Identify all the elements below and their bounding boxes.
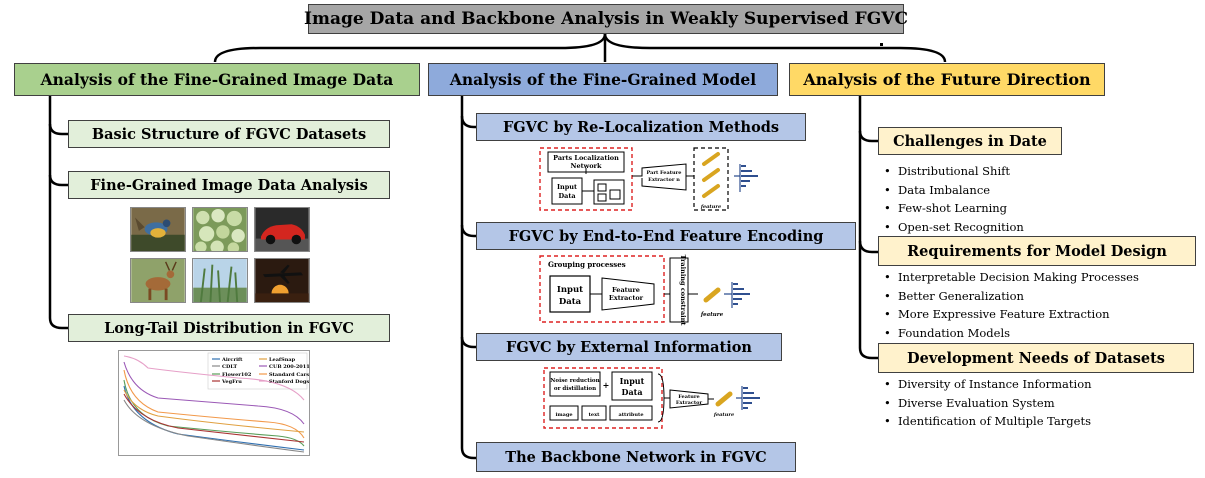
- challenge-item: Few-shot Learning: [882, 199, 1024, 218]
- d1-input-label: Input: [557, 183, 577, 191]
- d2-data-label: Data: [559, 297, 582, 307]
- challenge-item: Data Imbalance: [882, 181, 1024, 200]
- feature-encoding-diagram: Grouping processes Input Data Feature Ex…: [539, 255, 750, 326]
- dataset-need-item: Diversity of Instance Information: [882, 375, 1092, 394]
- d1-parts-label: Parts Localization: [553, 154, 619, 162]
- external-info-diagram: Noise reduction or distillation + Input …: [543, 367, 760, 429]
- legend-leafsnap: LeafSnap: [269, 357, 296, 363]
- model-design-box: Requirements for Model Design: [878, 236, 1196, 266]
- d3-input-label: Input: [620, 376, 645, 386]
- model-analysis-header: Analysis of the Fine-Grained Model: [428, 63, 778, 96]
- d1-data-label: Data: [558, 192, 576, 200]
- relocalization-diagram: Parts Localization Network Input Data Pa…: [539, 147, 758, 211]
- requirement-item: Better Generalization: [882, 287, 1139, 306]
- dataset-need-item: Diverse Evaluation System: [882, 394, 1092, 413]
- d1-extractor-label2: Extractor n: [648, 177, 680, 183]
- d3-attribute-label: attribute: [618, 412, 643, 418]
- challenges-list: Distributional Shift Data Imbalance Few-…: [882, 162, 1024, 236]
- challenges-box: Challenges in Date: [878, 127, 1062, 155]
- feature-encoding-box: FGVC by End-to-End Feature Encoding: [476, 222, 856, 250]
- requirement-item: Interpretable Decision Making Processes: [882, 268, 1139, 287]
- dataset-need-item: Identification of Multiple Targets: [882, 412, 1092, 431]
- legend-dogs: Stanford Dogs: [269, 379, 309, 385]
- d3-noise-label1: Noise reduction: [550, 378, 599, 384]
- d1-feature-label: feature: [700, 204, 721, 210]
- d2-extractor-label: Extractor: [609, 294, 644, 302]
- legend-aircrift: Aircrift: [221, 357, 243, 363]
- d3-text-label: text: [589, 412, 600, 418]
- legend-vegfru: VegFru: [221, 379, 242, 385]
- challenge-item: Distributional Shift: [882, 162, 1024, 181]
- d3-extractor-label: Extractor: [676, 400, 703, 406]
- d2-feature-out-label: feature: [700, 312, 724, 318]
- d3-feature-label: Feature: [678, 394, 699, 400]
- stray-dot: [880, 43, 883, 46]
- backbone-box: The Backbone Network in FGVC: [476, 442, 796, 472]
- d1-extractor-label1: Part Feature: [646, 170, 681, 176]
- legend-cdlt: CDLT: [222, 364, 237, 370]
- d2-input-label: Input: [557, 285, 583, 295]
- dataset-needs-box: Development Needs of Datasets: [878, 343, 1194, 373]
- long-tail-chart: Aircrift CDLT Flower102 VegFru LeafSnap …: [118, 350, 310, 456]
- model-design-list: Interpretable Decision Making Processes …: [882, 268, 1139, 342]
- legend-cub: CUB 200-2011: [269, 364, 310, 370]
- grass-image: [192, 258, 248, 303]
- d2-group-label: Grouping processes: [548, 260, 626, 269]
- external-info-box: FGVC by External Information: [476, 333, 782, 361]
- diagram-title: Image Data and Backbone Analysis in Weak…: [304, 4, 908, 34]
- relocalization-box: FGVC by Re-Localization Methods: [476, 113, 806, 141]
- legend-flower102: Flower102: [222, 372, 252, 378]
- deer-image: [130, 258, 186, 303]
- data-analysis-header: Analysis of the Fine-Grained Image Data: [14, 63, 420, 96]
- aircraft-image: [254, 258, 310, 303]
- requirement-item: More Expressive Feature Extraction: [882, 305, 1139, 324]
- future-direction-header: Analysis of the Future Direction: [789, 63, 1105, 96]
- basic-structure-box: Basic Structure of FGVC Datasets: [68, 120, 390, 148]
- dataset-needs-list: Diversity of Instance Information Divers…: [882, 375, 1092, 431]
- d2-feature-label: Feature: [612, 286, 640, 294]
- d2-constraint-label: Training constraint: [679, 255, 687, 326]
- vegetable-image: [192, 207, 248, 252]
- requirement-item: Foundation Models: [882, 324, 1139, 343]
- d3-noise-label2: or distillation: [554, 386, 596, 392]
- d3-image-label: image: [555, 412, 572, 418]
- image-data-analysis-box: Fine-Grained Image Data Analysis: [68, 171, 390, 199]
- d3-feature-out-label: feature: [713, 412, 734, 418]
- d3-plus-label: +: [603, 380, 610, 390]
- bird-image: [130, 207, 186, 252]
- long-tail-box: Long-Tail Distribution in FGVC: [68, 314, 390, 342]
- challenge-item: Open-set Recognition: [882, 218, 1024, 237]
- d3-data-label: Data: [622, 387, 643, 397]
- legend-cars: Standard Cars: [269, 372, 309, 378]
- d1-network-label: Network: [571, 162, 602, 170]
- car-image: [254, 207, 310, 252]
